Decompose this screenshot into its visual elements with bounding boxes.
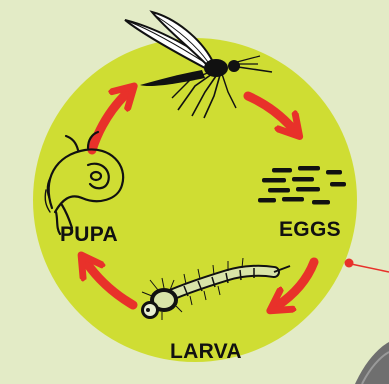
larva-label: LARVA [170,340,242,363]
eggs-label: EGGS [279,218,341,241]
pointer-dot-icon [345,259,354,268]
pupa-label: PUPA [60,223,118,246]
